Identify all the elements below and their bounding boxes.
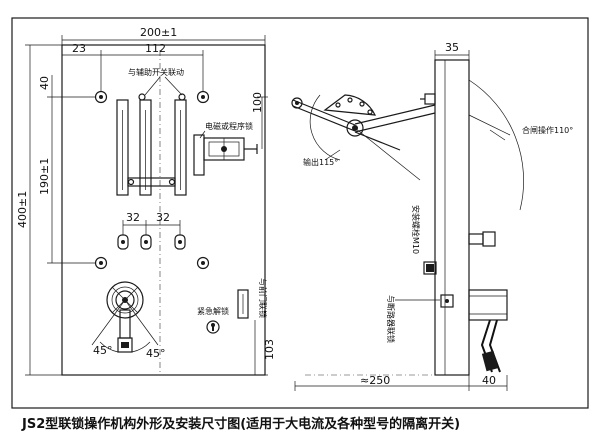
label-output: 输出115°: [303, 157, 338, 167]
label-breaker-link: 与断路器联锁: [386, 295, 396, 343]
dim-35: 35: [445, 41, 459, 54]
mounting-bolt-m10: [423, 261, 437, 275]
dim-103: 103: [263, 339, 276, 360]
label-front-door-link: 与前门联锁: [258, 278, 268, 318]
mounting-hole-mid-left: [94, 256, 108, 270]
slide-bar-middle: [139, 99, 152, 196]
dim-40-left: 40: [38, 76, 51, 90]
side-plate: [434, 59, 470, 376]
angle-45-right: 45°: [146, 347, 166, 360]
slide-bar-right: [174, 99, 187, 196]
label-aux-switch: 与辅助开关联动: [128, 67, 184, 77]
dim-400: 400±1: [16, 191, 29, 228]
dim-100: 100: [251, 92, 264, 113]
mounting-hole-mid-right: [196, 256, 210, 270]
dim-23: 23: [72, 42, 86, 55]
dim-190: 190±1: [38, 158, 51, 195]
label-mounting-bolt: 安装螺栓M10: [411, 205, 421, 254]
dim-width-200: 200±1: [140, 26, 177, 39]
front-view: 200±1 23 112 40 190±1 400±1 100 32 32: [16, 26, 276, 376]
side-handle-stub: [468, 231, 496, 247]
mounting-hole-top-right: [196, 90, 210, 104]
dim-32-b: 32: [156, 211, 170, 224]
breaker-interlock-cylinder: [440, 289, 508, 373]
label-electromagnetic-lock: 电磁或程序锁: [205, 121, 253, 131]
front-door-interlock: [237, 289, 249, 319]
dim-250: ≈250: [360, 374, 390, 387]
dim-40-right: 40: [482, 374, 496, 387]
operating-handle: [91, 281, 159, 353]
dim-32-a: 32: [126, 211, 140, 224]
mounting-hole-top-left: [94, 90, 108, 104]
caption: JS2型联锁操作机构外形及安装尺寸图(适用于大电流及各种型号的隔离开关): [21, 416, 460, 432]
label-emergency-unlock: 紧急解锁: [197, 306, 229, 316]
electromagnetic-lock: [193, 134, 258, 176]
output-arm: [291, 94, 436, 181]
side-bolt-top: [420, 93, 436, 105]
pin: [138, 93, 146, 101]
dim-112: 112: [145, 42, 166, 55]
angle-45-left: 45°: [93, 344, 113, 357]
closing-arc: [468, 79, 524, 211]
label-closing-op: 合闸操作110°: [522, 125, 573, 135]
slide-bar-left: [116, 99, 129, 196]
emergency-unlock-keyhole: [206, 320, 220, 334]
drawing-frame: [11, 17, 589, 409]
front-plate: [61, 44, 266, 376]
side-view: 35 合闸操作110° 输出1: [291, 41, 573, 391]
slot-row: [117, 234, 186, 250]
